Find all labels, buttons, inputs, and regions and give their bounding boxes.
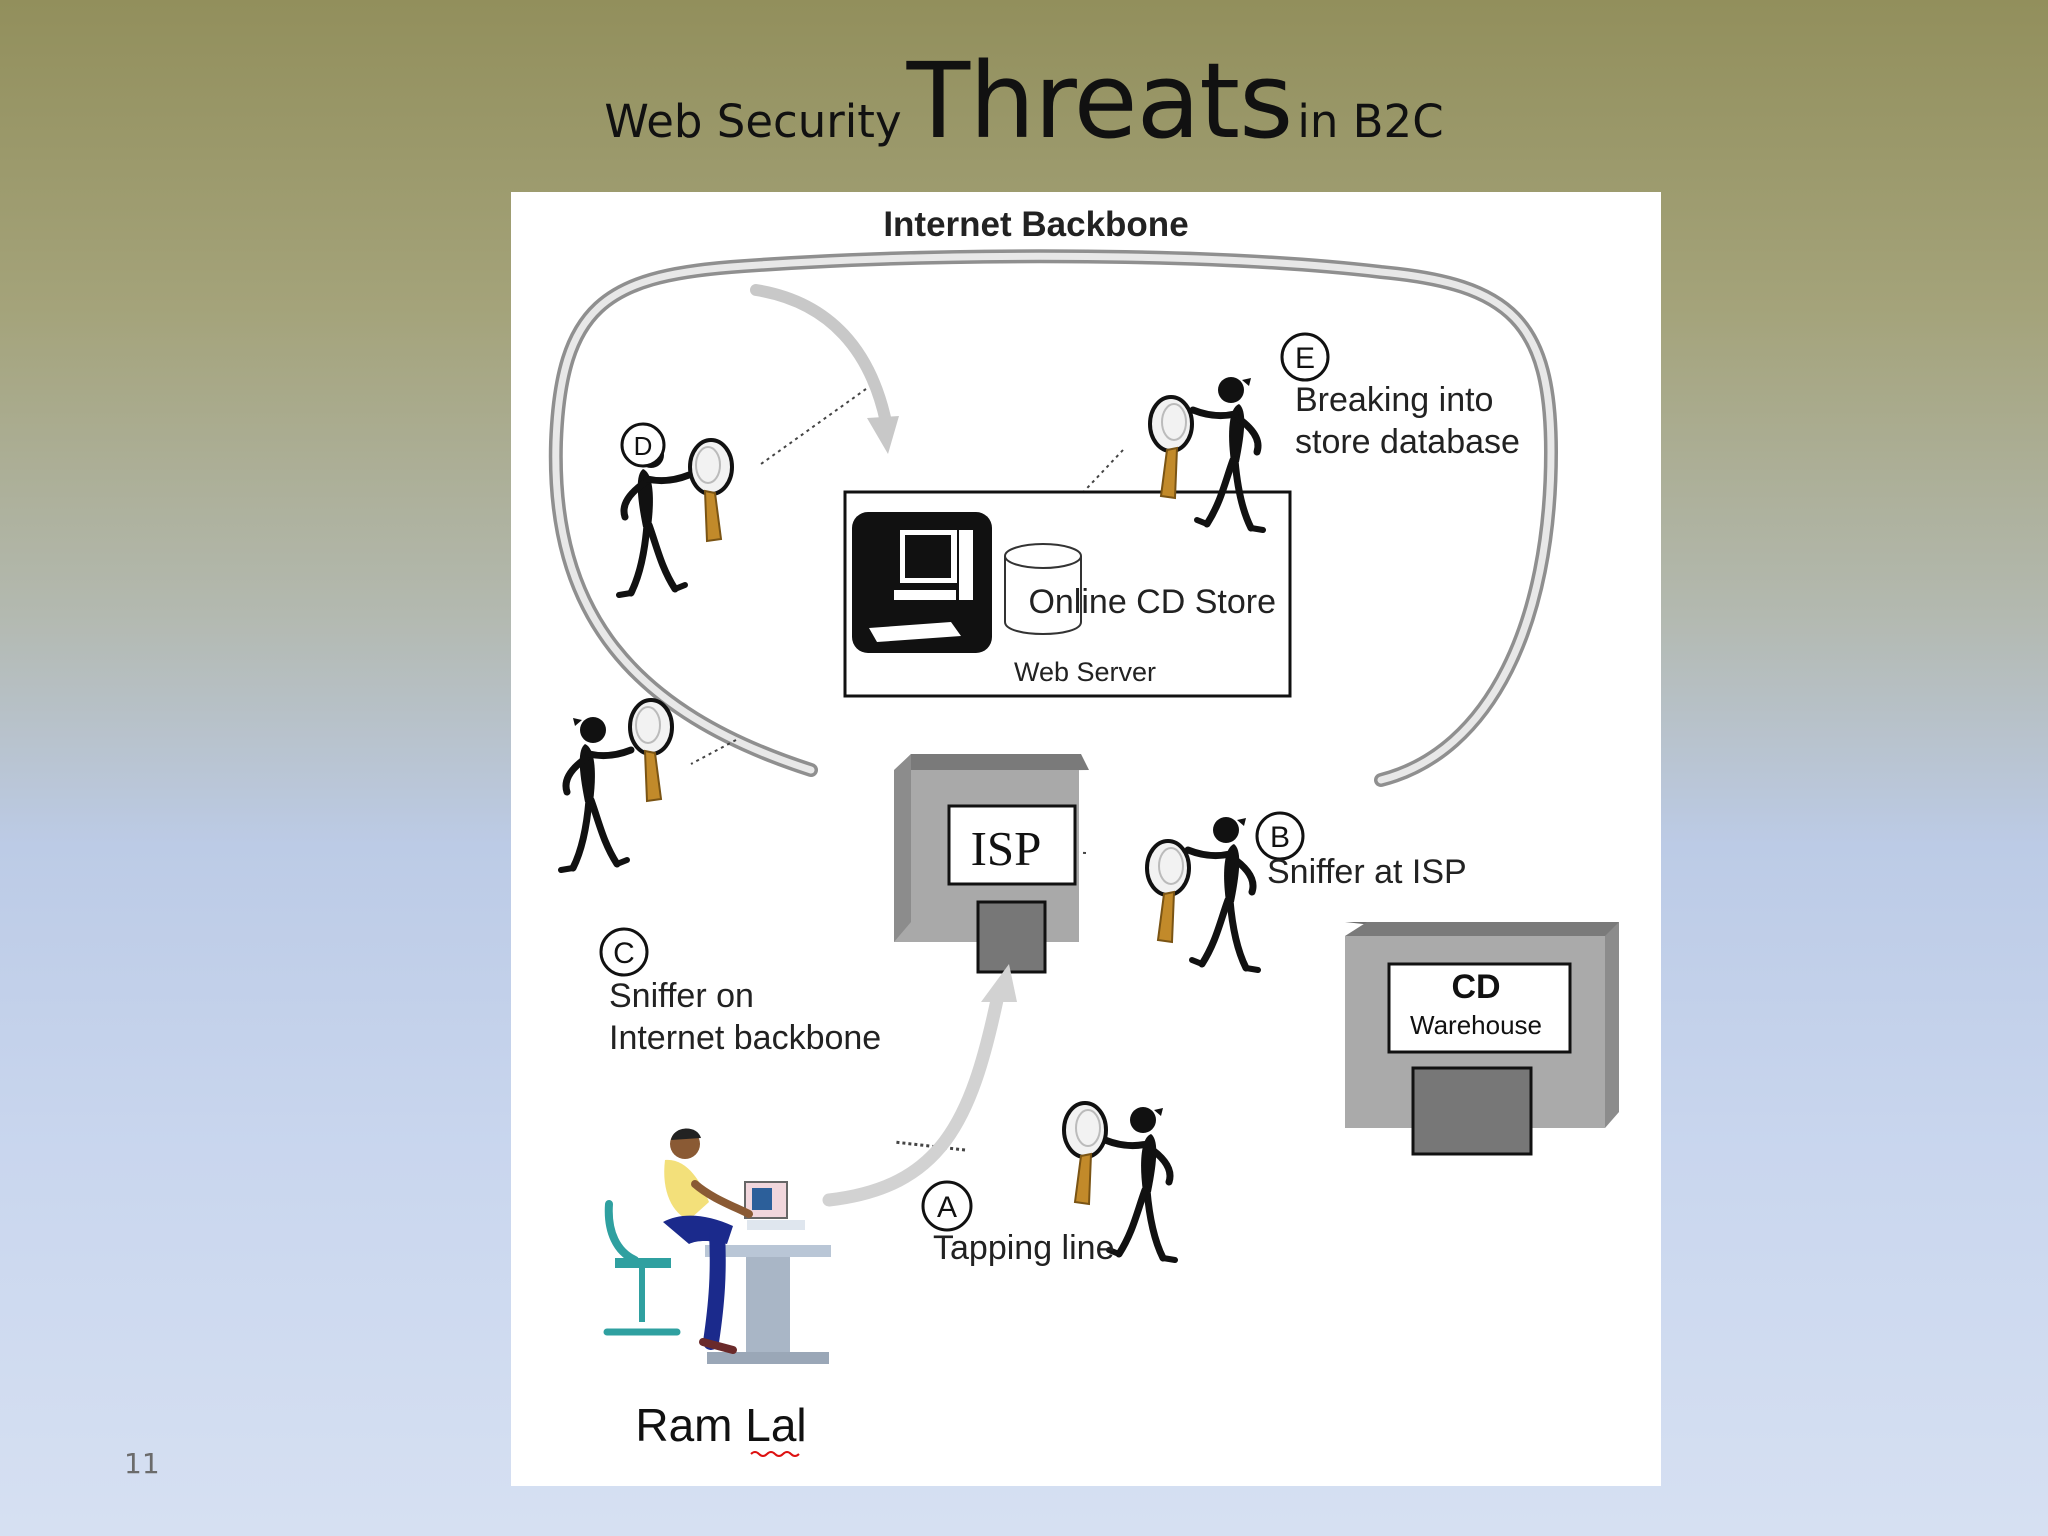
threat-e-line-2: store database <box>1295 423 1520 461</box>
spy-figure-b <box>1145 817 1258 970</box>
backbone-label: Internet Backbone <box>883 205 1188 244</box>
threat-letter-d: D <box>634 431 653 461</box>
isp-building <box>894 754 1089 974</box>
threat-a-line-1: Tapping line <box>933 1229 1114 1267</box>
threats-diagram: Internet Backbone Web Server Online CD S… <box>548 205 1619 1457</box>
threat-c-line-1: Sniffer on <box>609 977 754 1015</box>
title-suffix: in B2C <box>1297 95 1444 148</box>
threat-marker-b: B <box>1255 811 1305 861</box>
warehouse-building <box>1345 922 1619 1156</box>
threat-letter-c: C <box>613 937 635 970</box>
threat-b-line-1: Sniffer at ISP <box>1267 853 1467 891</box>
store-label: Online CD Store <box>1028 583 1276 621</box>
threat-marker-c: C <box>599 927 649 977</box>
computer-icon <box>852 512 992 653</box>
isp-label: ISP <box>971 821 1042 876</box>
warehouse-subtitle: Warehouse <box>1410 1010 1542 1040</box>
threat-marker-d: D <box>620 422 666 468</box>
title-prefix: Web Security <box>604 95 902 148</box>
web-server-label: Web Server <box>1014 657 1156 687</box>
threat-letter-b: B <box>1270 821 1290 854</box>
threat-letter-e: E <box>1295 342 1315 375</box>
threat-marker-a: A <box>921 1180 973 1232</box>
warehouse-title: CD <box>1451 968 1500 1006</box>
backbone-to-store-arrow <box>750 284 892 428</box>
dotted-line-c <box>690 739 737 765</box>
slide-number: 11 <box>124 1447 160 1480</box>
threat-letter-a: A <box>937 1191 957 1224</box>
dotted-line-d <box>760 388 867 465</box>
threat-c-line-2: Internet backbone <box>609 1019 881 1057</box>
slide-title: Web Security Threats in B2C <box>0 40 2048 162</box>
threat-e-line-1: Breaking into <box>1295 381 1493 419</box>
user-label: Ram Lal <box>635 1399 806 1451</box>
user-to-isp-arrow <box>822 993 1004 1207</box>
title-main: Threats <box>906 40 1294 162</box>
spellcheck-underline <box>750 1451 800 1457</box>
spy-figure-c <box>561 698 674 870</box>
dotted-line-a <box>893 1140 966 1152</box>
threat-marker-e: E <box>1280 332 1330 382</box>
database-icon <box>1004 543 1082 635</box>
user-at-computer <box>603 1128 831 1364</box>
diagram-panel: Internet Backbone Web Server Online CD S… <box>511 192 1661 1486</box>
